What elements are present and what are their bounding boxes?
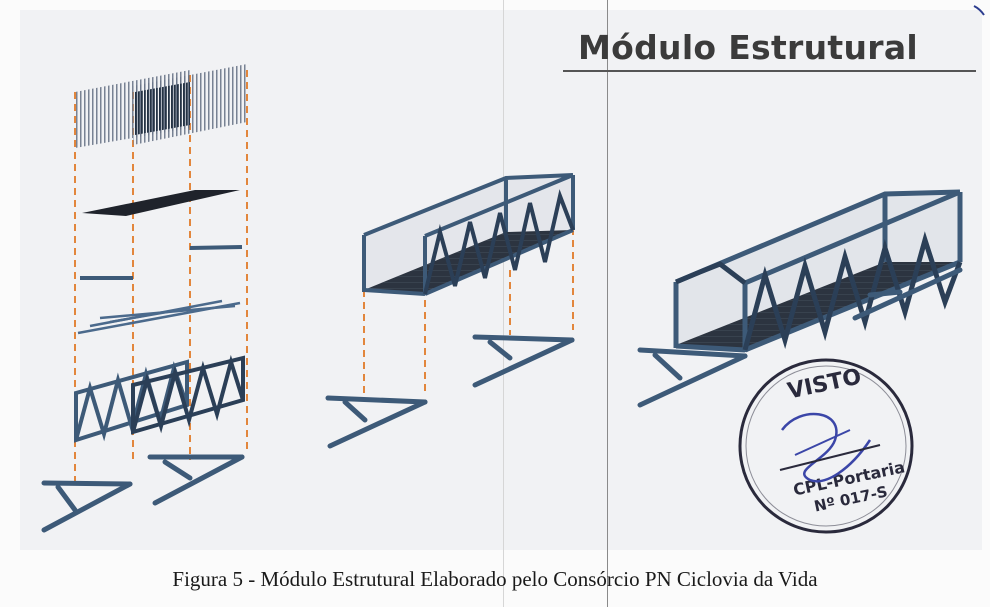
stamp-rule <box>779 444 881 471</box>
stamp-visto-text: VISTO <box>785 364 863 404</box>
assembled-module <box>325 173 575 449</box>
assembly-guide-lines-middle <box>363 228 574 400</box>
figure-caption: Figura 5 - Módulo Estrutural Elaborado p… <box>172 567 818 591</box>
page-crease <box>503 0 504 607</box>
page-fold-line <box>607 0 608 607</box>
title-underline <box>563 70 976 72</box>
side-trusses <box>74 354 245 443</box>
support-brackets <box>41 454 245 533</box>
complete-module-render <box>637 189 963 408</box>
signature-stroke <box>794 429 851 456</box>
corner-pen-mark <box>973 5 985 16</box>
support-brackets-middle <box>325 334 575 449</box>
visto-stamp: VISTO CPL-Portaria Nº 017-S <box>738 358 914 534</box>
support-brackets-right <box>637 267 963 408</box>
figure-title: Módulo Estrutural <box>578 28 919 67</box>
cladding-panels <box>75 64 247 148</box>
floor-grid <box>77 299 241 335</box>
cross-beams <box>80 245 243 280</box>
deck-plate <box>82 190 240 216</box>
exploded-view <box>41 64 248 533</box>
